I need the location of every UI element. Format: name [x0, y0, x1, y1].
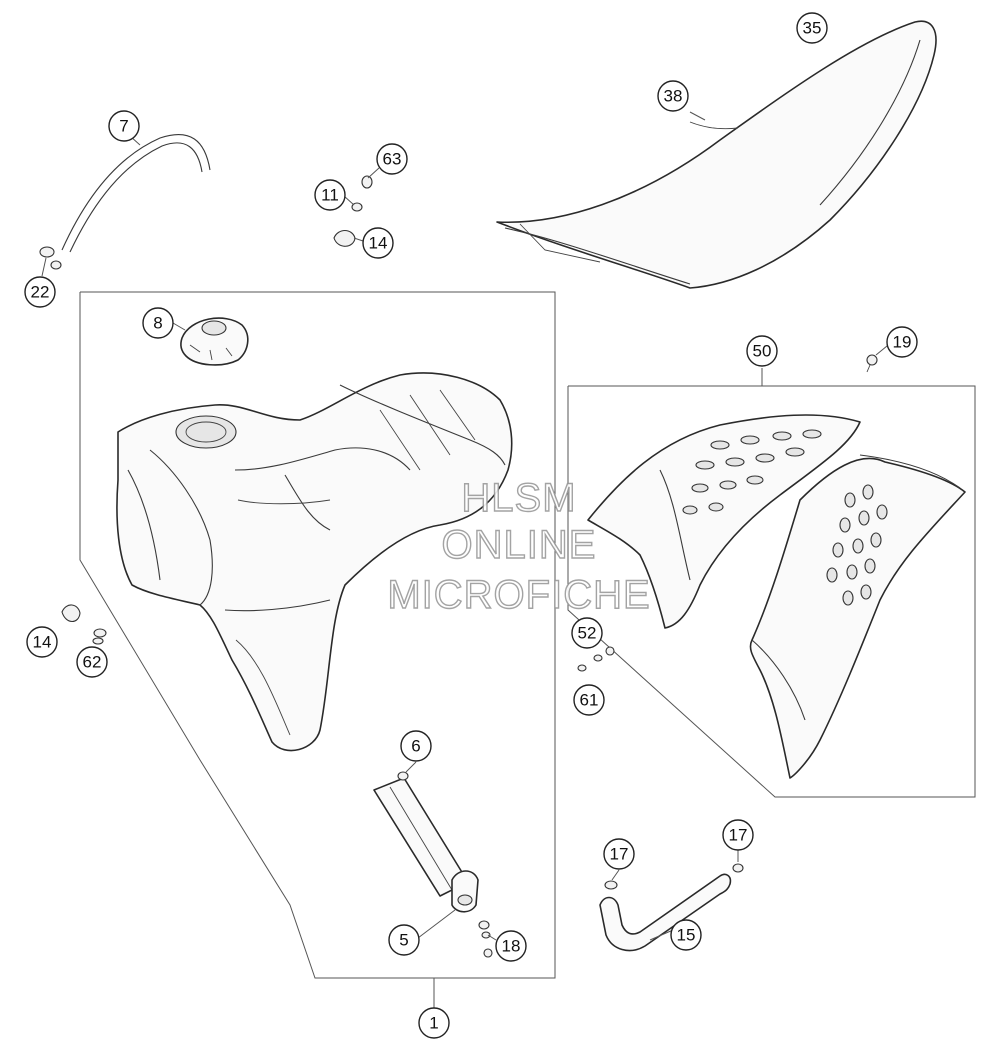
- svg-text:63: 63: [383, 150, 402, 169]
- fuel-tap-filter: [373, 771, 469, 897]
- svg-text:17: 17: [729, 826, 748, 845]
- svg-text:5: 5: [399, 931, 408, 950]
- svg-text:38: 38: [664, 87, 683, 106]
- callout-15[interactable]: 15: [670, 919, 702, 951]
- svg-text:6: 6: [411, 737, 420, 756]
- fuel-tap: [451, 870, 479, 913]
- svg-text:52: 52: [578, 624, 597, 643]
- fuel-cap: [180, 317, 249, 366]
- callout-14-top[interactable]: 14: [362, 227, 394, 259]
- callout-18[interactable]: 18: [495, 930, 527, 962]
- svg-text:8: 8: [153, 314, 162, 333]
- svg-text:35: 35: [803, 19, 822, 38]
- tank-group-frame: [79, 291, 556, 979]
- radiator-shroud-left: [587, 414, 861, 629]
- svg-text:19: 19: [893, 333, 912, 352]
- screw-61: [577, 664, 587, 672]
- screw-63: [361, 175, 373, 189]
- svg-text:14: 14: [369, 234, 388, 253]
- callout-7[interactable]: 7: [108, 110, 140, 142]
- callout-6[interactable]: 6: [400, 730, 432, 762]
- svg-text:18: 18: [502, 937, 521, 956]
- svg-text:1: 1: [429, 1014, 438, 1033]
- callout-17-left[interactable]: 17: [603, 838, 635, 870]
- svg-text:14: 14: [33, 633, 52, 652]
- callout-63[interactable]: 63: [376, 143, 408, 175]
- breather-hose: [599, 873, 732, 952]
- hose-clamp-17-left: [604, 880, 618, 890]
- callout-1[interactable]: 1: [418, 1007, 450, 1039]
- svg-text:61: 61: [580, 691, 599, 710]
- shroud-group-frame: [567, 385, 976, 798]
- svg-text:7: 7: [119, 117, 128, 136]
- callout-14-left[interactable]: 14: [26, 626, 58, 658]
- callout-22[interactable]: 22: [24, 276, 56, 308]
- screw-19: [866, 354, 878, 373]
- callout-62[interactable]: 62: [76, 646, 108, 678]
- washer-52: [593, 646, 615, 662]
- callout-52[interactable]: 52: [571, 617, 603, 649]
- watermark-line-3: MICROFICHE: [387, 573, 650, 617]
- seat: [496, 20, 937, 289]
- o-ring-18: [478, 920, 493, 958]
- svg-text:15: 15: [677, 926, 696, 945]
- svg-text:62: 62: [83, 653, 102, 672]
- callout-38[interactable]: 38: [657, 80, 689, 112]
- svg-text:50: 50: [753, 342, 772, 361]
- callout-11[interactable]: 11: [314, 179, 346, 211]
- callout-35[interactable]: 35: [796, 12, 828, 44]
- hose-clip: [39, 246, 62, 270]
- rubber-bushing-14-left: [61, 604, 81, 623]
- svg-text:22: 22: [31, 283, 50, 302]
- svg-text:17: 17: [610, 845, 629, 864]
- callout-8[interactable]: 8: [142, 307, 174, 339]
- shroud-vents-left: [682, 429, 822, 515]
- hose-clamp-17-right: [732, 863, 744, 873]
- shroud-vents-right: [826, 484, 888, 606]
- radiator-shroud-right: [749, 454, 966, 779]
- watermark: HLSM ONLINE MICROFICHE: [387, 475, 651, 617]
- callout-5[interactable]: 5: [388, 924, 420, 956]
- watermark-line-1: HLSM: [461, 476, 576, 520]
- nut-62: [92, 628, 107, 645]
- watermark-line-2: ONLINE: [442, 523, 597, 567]
- vent-hose: [61, 134, 211, 253]
- svg-text:11: 11: [321, 186, 339, 205]
- callout-19[interactable]: 19: [886, 326, 918, 358]
- rubber-bushing-14-top: [333, 229, 356, 247]
- fuel-tank: [116, 372, 513, 752]
- callout-50[interactable]: 50: [746, 335, 778, 367]
- callout-17-right[interactable]: 17: [722, 819, 754, 851]
- callout-61[interactable]: 61: [573, 684, 605, 716]
- washer-11: [351, 202, 363, 212]
